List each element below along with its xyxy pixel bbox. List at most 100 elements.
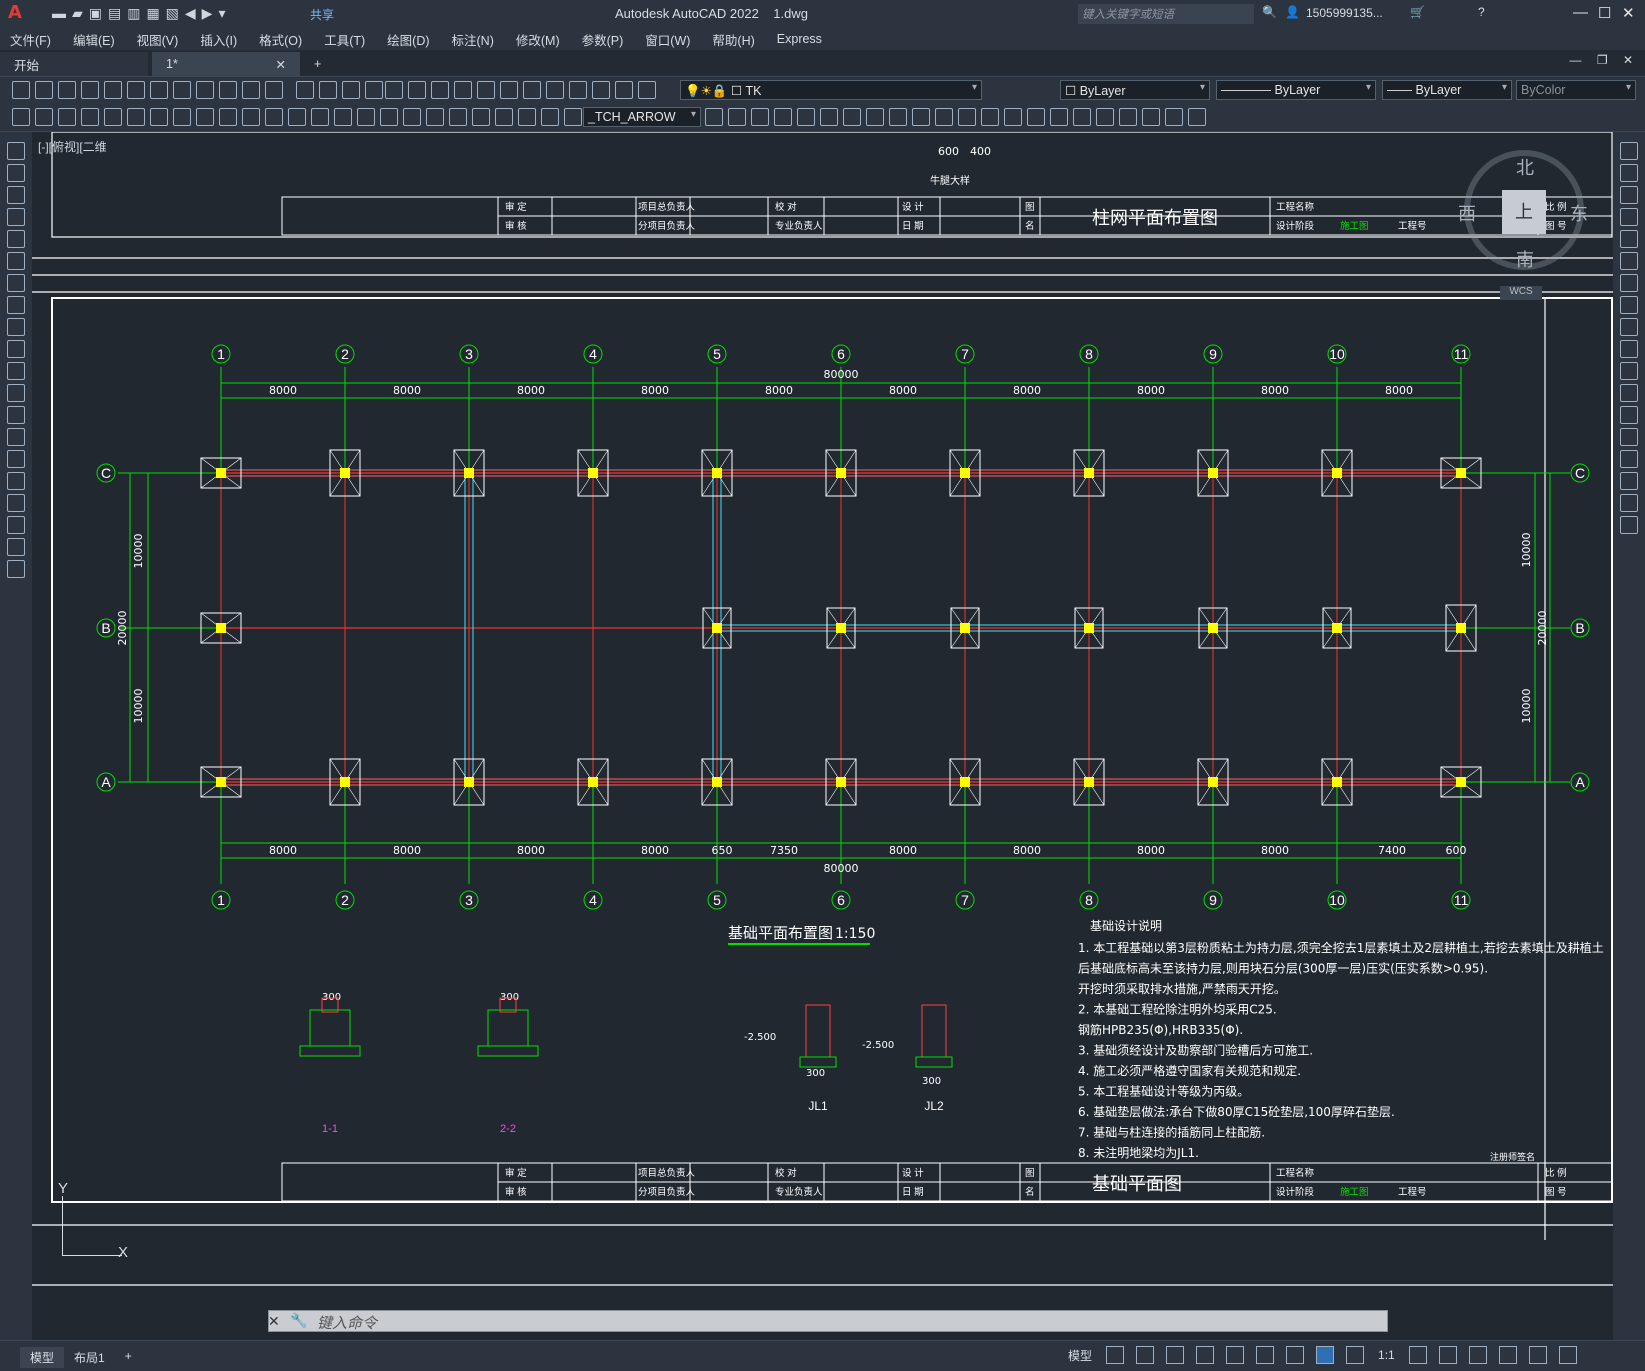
dimension-tool-icon[interactable]	[958, 108, 976, 126]
footing[interactable]	[1322, 607, 1352, 649]
standard-tool-icon[interactable]	[385, 81, 403, 99]
draw-tool-icon[interactable]	[7, 406, 25, 424]
footing[interactable]	[200, 612, 242, 644]
dimension-tool-icon[interactable]	[705, 108, 723, 126]
draw-tool-icon[interactable]	[7, 252, 25, 270]
dimension-tool-icon[interactable]	[380, 108, 398, 126]
grid-icon[interactable]	[1106, 1346, 1125, 1364]
standard-tool-icon[interactable]	[35, 81, 53, 99]
footing[interactable]	[1074, 607, 1104, 649]
draw-tool-icon[interactable]	[7, 384, 25, 402]
modify-tool-icon[interactable]	[1620, 230, 1638, 248]
menu-item-4[interactable]: 格式(O)	[259, 33, 303, 48]
isolate-icon[interactable]	[1468, 1346, 1487, 1364]
modify-tool-icon[interactable]	[1620, 428, 1638, 446]
standard-tool-icon[interactable]	[592, 81, 610, 99]
modify-tool-icon[interactable]	[1620, 296, 1638, 314]
viewcube-west[interactable]: 西	[1458, 204, 1476, 224]
dimension-tool-icon[interactable]	[242, 108, 260, 126]
menu-item-7[interactable]: 标注(N)	[451, 33, 494, 48]
draw-tool-icon[interactable]	[7, 494, 25, 512]
command-input[interactable]: 键入命令	[268, 1310, 1388, 1332]
dimension-tool-icon[interactable]	[1004, 108, 1022, 126]
footing[interactable]	[1321, 449, 1353, 497]
standard-tool-icon[interactable]	[173, 81, 191, 99]
dimension-tool-icon[interactable]	[150, 108, 168, 126]
ortho-icon[interactable]	[1166, 1346, 1185, 1364]
footing[interactable]	[577, 449, 609, 497]
standard-tool-icon[interactable]	[12, 81, 30, 99]
standard-tool-icon[interactable]	[638, 81, 656, 99]
quick-access-toolbar[interactable]: ▬▰▣▤▥▦▧◀▶▾	[52, 5, 232, 21]
standard-tool-icon[interactable]	[219, 81, 237, 99]
viewcube[interactable]: 北 南 西 东 上	[1458, 150, 1588, 270]
standard-tool-icon[interactable]	[104, 81, 122, 99]
modify-tool-icon[interactable]	[1620, 406, 1638, 424]
scale-readout[interactable]: 1:1	[1378, 1348, 1395, 1362]
standard-tool-icon[interactable]	[477, 81, 495, 99]
standard-tool-icon[interactable]	[546, 81, 564, 99]
share-button[interactable]: 共享	[310, 8, 335, 22]
wcs-button[interactable]: WCS	[1500, 286, 1542, 300]
close-button[interactable]: ✕	[1622, 5, 1635, 22]
footing[interactable]	[329, 449, 361, 497]
dimension-tool-icon[interactable]	[334, 108, 352, 126]
dimension-tool-icon[interactable]	[219, 108, 237, 126]
dimension-tool-icon[interactable]	[196, 108, 214, 126]
command-customize-icon[interactable]: 🔧	[290, 1312, 308, 1328]
footing[interactable]	[1445, 604, 1477, 652]
draw-tool-icon[interactable]	[7, 362, 25, 380]
viewcube-face[interactable]: 上	[1502, 190, 1546, 234]
search-icon[interactable]: 🔍	[1262, 5, 1277, 19]
dimension-tool-icon[interactable]	[1096, 108, 1114, 126]
standard-tool-icon[interactable]	[431, 81, 449, 99]
dimension-tool-icon[interactable]	[265, 108, 283, 126]
dimension-tool-icon[interactable]	[843, 108, 861, 126]
standard-tool-icon[interactable]	[615, 81, 633, 99]
footing[interactable]	[701, 449, 733, 497]
color-dropdown[interactable]: ☐ ByLayer▾	[1060, 80, 1210, 100]
dimension-tool-icon[interactable]	[449, 108, 467, 126]
plotstyle-dropdown[interactable]: ByColor▾	[1516, 80, 1636, 100]
dimension-tool-icon[interactable]	[1165, 108, 1183, 126]
standard-tool-icon[interactable]	[454, 81, 472, 99]
dimension-tool-icon[interactable]	[564, 108, 582, 126]
menu-item-12[interactable]: Express	[776, 32, 822, 46]
footing[interactable]	[1440, 457, 1482, 489]
draw-tool-icon[interactable]	[7, 560, 25, 578]
fullscreen-icon[interactable]	[1528, 1346, 1547, 1364]
dimension-tool-icon[interactable]	[173, 108, 191, 126]
dimension-tool-icon[interactable]	[1142, 108, 1160, 126]
standard-tool-icon[interactable]	[81, 81, 99, 99]
menu-item-9[interactable]: 参数(P)	[581, 33, 624, 48]
tab-start[interactable]: 开始	[0, 52, 148, 76]
menu-item-1[interactable]: 编辑(E)	[72, 33, 115, 48]
draw-tool-icon[interactable]	[7, 318, 25, 336]
modify-tool-icon[interactable]	[1620, 186, 1638, 204]
dimension-tool-icon[interactable]	[403, 108, 421, 126]
modify-tool-icon[interactable]	[1620, 274, 1638, 292]
footing[interactable]	[702, 607, 732, 649]
cart-icon[interactable]: 🛒	[1410, 5, 1425, 19]
modify-tool-icon[interactable]	[1620, 384, 1638, 402]
dimension-tool-icon[interactable]	[541, 108, 559, 126]
layout-tab-2[interactable]: +	[124, 1349, 132, 1363]
menu-item-2[interactable]: 视图(V)	[136, 33, 179, 48]
viewport-label[interactable]: [-][俯视][二维	[38, 140, 107, 154]
dimension-tool-icon[interactable]	[774, 108, 792, 126]
command-close-icon[interactable]: ✕	[268, 1313, 280, 1329]
model-space-button[interactable]: 模型	[1068, 1348, 1093, 1363]
osnap-icon[interactable]	[1256, 1346, 1275, 1364]
footing[interactable]	[825, 449, 857, 497]
dimension-tool-icon[interactable]	[820, 108, 838, 126]
footing[interactable]	[453, 449, 485, 497]
tab-drawing[interactable]: 1*✕	[152, 52, 300, 76]
dimension-tool-icon[interactable]	[1188, 108, 1206, 126]
menu-item-10[interactable]: 窗口(W)	[645, 33, 691, 48]
modify-tool-icon[interactable]	[1620, 142, 1638, 160]
menu-item-8[interactable]: 修改(M)	[515, 33, 560, 48]
isodraft-icon[interactable]	[1226, 1346, 1245, 1364]
modify-tool-icon[interactable]	[1620, 494, 1638, 512]
dimension-tool-icon[interactable]	[1119, 108, 1137, 126]
dimension-tool-icon[interactable]	[912, 108, 930, 126]
